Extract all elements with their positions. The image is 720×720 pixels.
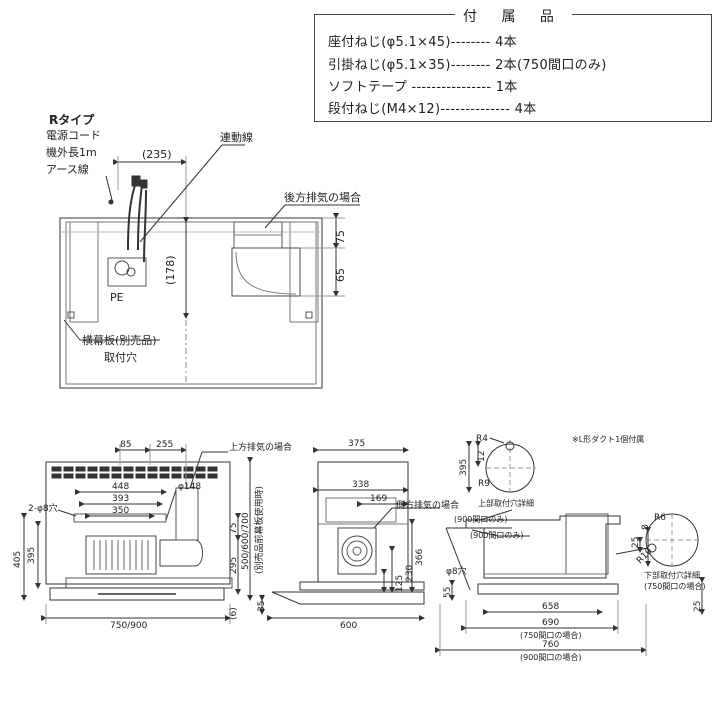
hood-outline	[59, 217, 323, 389]
side-view	[267, 447, 440, 621]
dim-338: 338	[352, 480, 369, 490]
hole8-label: φ8穴	[446, 565, 467, 577]
fan-housing	[85, 535, 157, 575]
dim-25b: 25	[693, 601, 703, 612]
dim-125: 125	[395, 575, 405, 592]
front-outline	[45, 461, 231, 585]
accessories-box: 付 属 品 座付ねじ(φ5.1×45)-------- 4本 引掛ねじ(φ5.1…	[314, 6, 712, 122]
dim-658: 658	[542, 602, 559, 612]
cross-panel-label: 横幕板(別売品)	[82, 333, 157, 347]
dim-375: 375	[348, 439, 365, 449]
labels: Rタイプ 電源コード 機外長1m アース線 連動線 後方排気の場合 (235) …	[13, 112, 706, 662]
accessory-item: ソフトテープ ---------------- 1本	[328, 80, 518, 95]
only-900-a: (900間口のみ)	[454, 515, 508, 524]
dim-230: 230	[405, 565, 415, 582]
lower-hole-detail: 下部取付穴詳細	[644, 570, 700, 580]
dim-75-top: 75	[334, 230, 347, 244]
phi148-label: φ148	[178, 482, 201, 492]
case-900: (900間口の場合)	[520, 652, 582, 662]
hole-label: 2-φ8穴	[28, 502, 58, 514]
top-view	[59, 144, 360, 389]
case-750b: (750間口の場合)	[520, 630, 582, 640]
dim-8: 8	[641, 524, 651, 530]
dim-350: 350	[112, 506, 129, 516]
dim-393: 393	[112, 494, 129, 504]
dim-255: 255	[156, 440, 173, 450]
vent-slots	[51, 466, 218, 479]
upper-duct	[175, 487, 199, 541]
dim-65-top: 65	[334, 268, 347, 282]
width-label: 750/900	[110, 621, 148, 631]
dim-169: 169	[370, 494, 387, 504]
side-exhaust-label: 側方排気の場合	[396, 499, 459, 511]
dim-6: (6)	[229, 607, 239, 620]
accessory-item: 座付ねじ(φ5.1×45)-------- 4本	[328, 35, 517, 50]
r4-label: R4	[476, 434, 488, 444]
only-900-b: (900間口のみ)	[470, 531, 524, 540]
dim-85: 85	[120, 440, 131, 450]
dim-35: 35	[257, 601, 267, 612]
dim-395-right: 395	[459, 459, 469, 476]
dim-448: 448	[112, 482, 129, 492]
power-cord-label: 電源コード	[46, 128, 101, 142]
right-body	[465, 515, 621, 579]
cord-length-label: 機外長1m	[46, 145, 97, 159]
dim-366: 366	[415, 549, 425, 566]
r9-label: R9	[478, 479, 490, 489]
upper-hole-detail: 上部取付穴詳細	[478, 498, 534, 508]
dim-235: (235)	[142, 148, 172, 161]
rear-exhaust-label: 後方排気の場合	[284, 190, 361, 204]
terminal-box	[107, 257, 147, 287]
interlock-wire-label: 連動線	[220, 130, 253, 144]
dim-75-front: 75	[229, 523, 239, 534]
duct-note: ※L形ダクト1個付属	[572, 434, 644, 444]
front-bottom	[49, 587, 225, 601]
dim-55: 55	[443, 587, 453, 598]
height-label: 500/600/700	[241, 512, 251, 570]
dim-12: 12	[477, 451, 487, 462]
dim-405: 405	[13, 551, 23, 568]
case-750: (750間口の場合)	[644, 581, 706, 591]
mount-hole-label: 取付穴	[104, 350, 137, 364]
right-view	[435, 437, 705, 656]
dim-395: 395	[27, 547, 37, 564]
r6-label: R6	[654, 513, 666, 523]
front-view	[21, 444, 265, 624]
dim-25: 25	[631, 537, 641, 548]
side-duct	[337, 527, 377, 575]
height-note: (別売品前幕板使用時)	[253, 486, 265, 574]
r10-label: R10	[635, 546, 655, 566]
type-label: Rタイプ	[49, 112, 95, 127]
dim-600: 600	[340, 621, 357, 631]
pe-label: PE	[110, 291, 124, 304]
earth-wire-label: アース線	[46, 162, 89, 176]
upper-exhaust-label: 上方排気の場合	[229, 441, 292, 453]
dim-178: (178)	[164, 255, 177, 285]
accessories-title: 付 属 品	[455, 6, 572, 26]
dim-295: 295	[229, 557, 239, 574]
accessory-item: 引掛ねじ(φ5.1×35)-------- 2本(750間口のみ)	[328, 58, 607, 73]
dim-690: 690	[542, 618, 559, 628]
accessory-item: 段付ねじ(M4×12)-------------- 4本	[328, 102, 537, 117]
dim-760: 760	[542, 640, 559, 650]
